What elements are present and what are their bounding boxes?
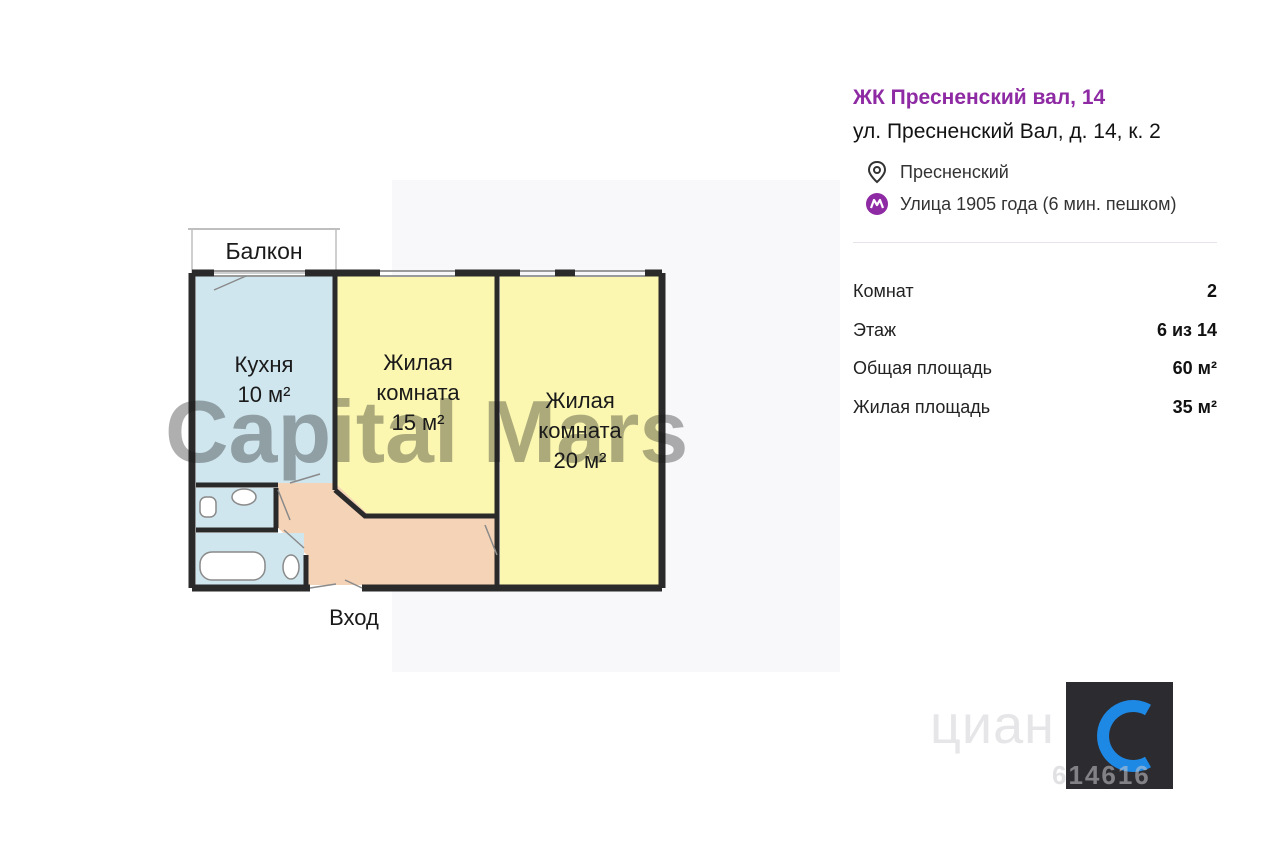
- kitchen-area: [196, 276, 333, 483]
- divider: [853, 242, 1217, 243]
- watermark-text: Capital Mars: [165, 382, 688, 481]
- room2-label-line1: Жилая: [545, 388, 615, 413]
- room2-area-label: 20 м²: [553, 448, 606, 473]
- floor-plan-drawing: Capital Mars Балкон Кухня 10 м² Жилая ко…: [165, 228, 689, 630]
- floor-plan: Capital Mars Балкон Кухня 10 м² Жилая ко…: [165, 228, 689, 630]
- param-row-total-area: Общая площадь 60 м²: [853, 356, 1217, 395]
- room1-area-label: 15 м²: [391, 410, 444, 435]
- entrance-label: Вход: [329, 605, 379, 630]
- toilet-icon: [199, 496, 217, 518]
- param-label: Этаж: [853, 319, 897, 340]
- param-row-living-area: Жилая площадь 35 м²: [853, 395, 1217, 434]
- param-label: Комнат: [853, 281, 914, 301]
- param-value: 60 м²: [1172, 358, 1217, 378]
- complex-title[interactable]: ЖК Пресненский вал, 14: [853, 86, 1106, 109]
- param-row-floor: Этаж 6 из 14: [853, 318, 1217, 357]
- param-value: 35 м²: [1172, 396, 1217, 417]
- hallway-area: [278, 483, 495, 585]
- kitchen-label: Кухня: [235, 352, 294, 377]
- windows: [214, 270, 645, 277]
- cian-id-watermark: 614616: [1052, 760, 1151, 790]
- params-list: Комнат 2 Этаж 6 из 14 Общая площадь 60 м…: [853, 279, 1217, 433]
- address: ул. Пресненский Вал, д. 14, к. 2: [853, 120, 1161, 143]
- location-pin-icon: [865, 160, 889, 184]
- kitchen-area-label: 10 м²: [237, 382, 290, 407]
- param-label: Жилая площадь: [853, 396, 991, 417]
- toilet-sink-icon: [231, 488, 257, 506]
- room1-label-line2: комната: [376, 380, 460, 405]
- bathtub-icon: [199, 551, 266, 581]
- cian-watermark: циан: [930, 695, 1055, 755]
- listing-info: ЖК Пресненский вал, 14 ул. Пресненский В…: [853, 84, 1217, 433]
- balcony-label: Балкон: [225, 238, 302, 264]
- room2-label-line2: комната: [538, 418, 622, 443]
- fixtures: [199, 488, 300, 581]
- param-value: 6 из 14: [1156, 319, 1217, 340]
- walls: [188, 269, 666, 592]
- doors: [213, 275, 498, 589]
- room2-area: [500, 276, 659, 585]
- room1-label-line1: Жилая: [383, 350, 453, 375]
- interior-walls: [196, 276, 500, 585]
- metro-row: Улица 1905 года (6 мин. пешком): [865, 190, 1217, 218]
- district-row: Пресненский: [865, 158, 1217, 186]
- cian-logo-icon: [1066, 682, 1173, 789]
- metro-icon: [865, 192, 889, 216]
- param-label: Общая площадь: [853, 358, 993, 378]
- bath-sink-icon: [282, 554, 300, 580]
- room1-area: [337, 276, 495, 516]
- param-value: 2: [1206, 281, 1217, 301]
- metro-station[interactable]: Улица 1905 года (6 мин. пешком): [900, 193, 1177, 214]
- param-row-rooms: Комнат 2: [853, 279, 1217, 318]
- district-name[interactable]: Пресненский: [900, 161, 1009, 182]
